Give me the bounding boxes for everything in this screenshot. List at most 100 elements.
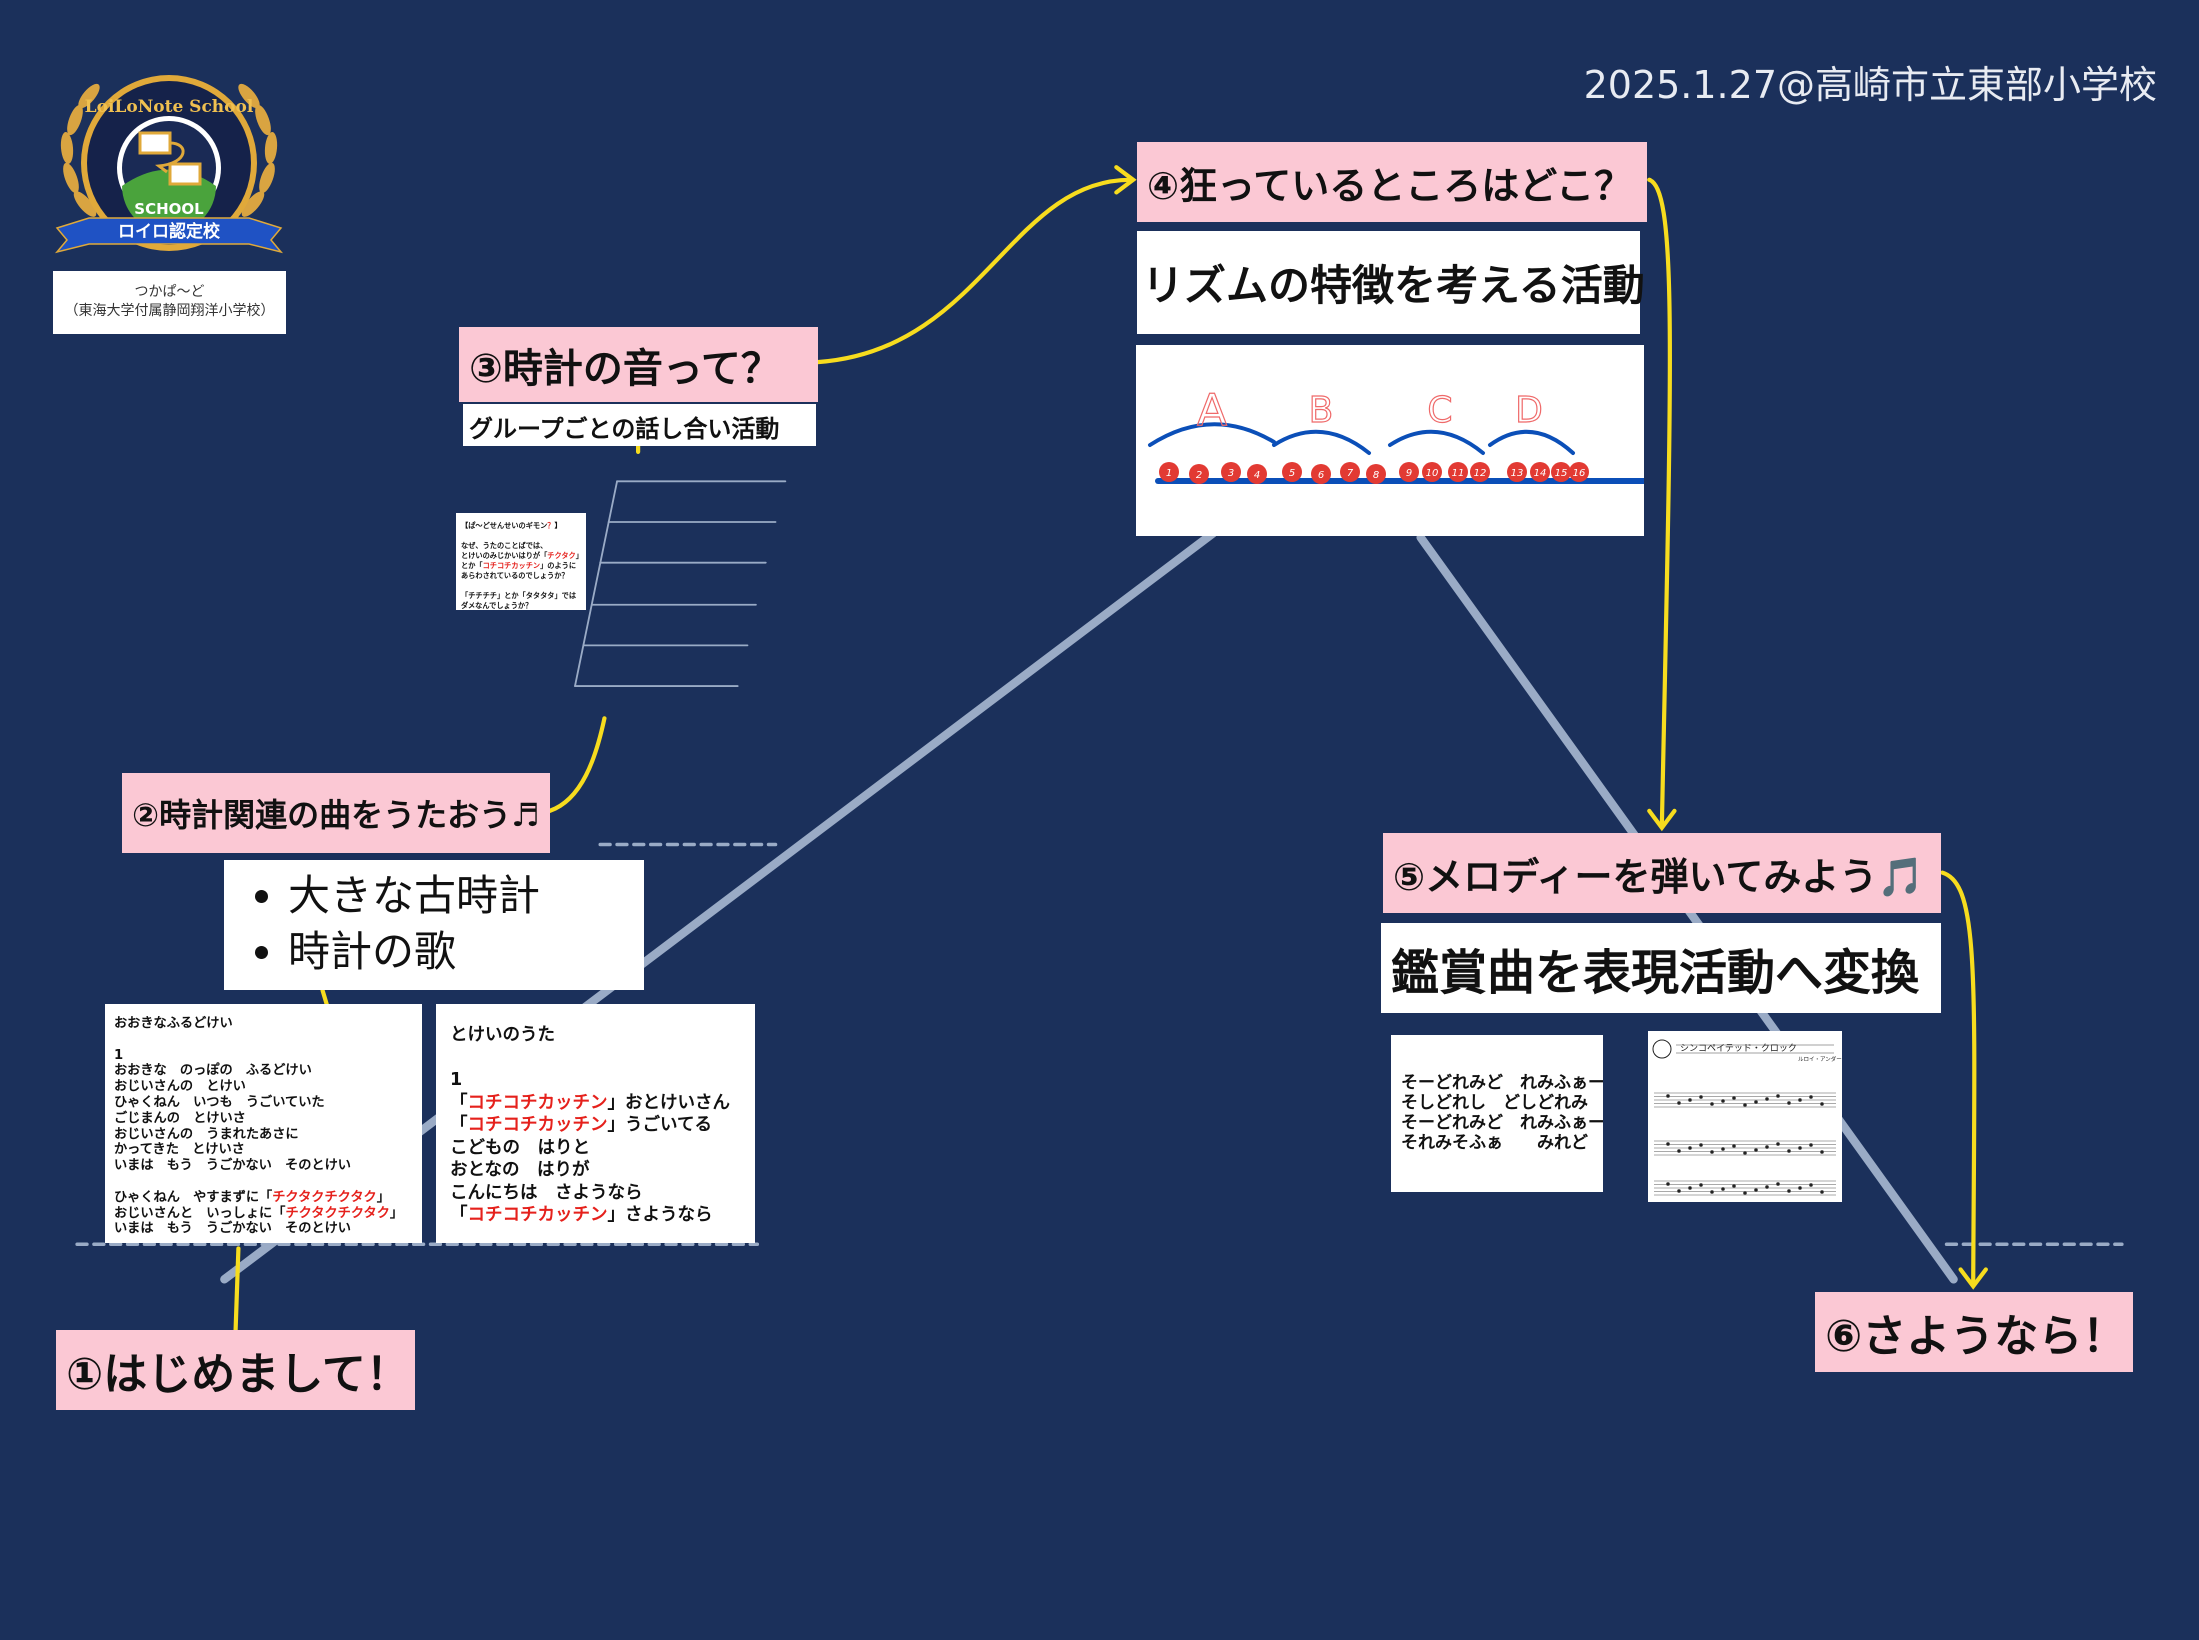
text-line [450, 1047, 741, 1070]
text-line: おとなの はりが [450, 1159, 741, 1182]
beat-number: 8 [1373, 470, 1379, 481]
text-line: 「コチコチカッチン」さようなら [450, 1204, 741, 1227]
text-segment: おとなの はりが [450, 1160, 590, 1180]
text-line: そーどれみど れみふぁー [1401, 1113, 1603, 1133]
beat-number: 11 [1452, 468, 1465, 479]
step-4-subtitle[interactable]: リズムの特徴を考える活動 [1137, 231, 1645, 334]
connector-1-2 [233, 1246, 241, 1332]
section-letter: D [1515, 390, 1543, 431]
section-letter: C [1427, 390, 1452, 431]
highlighted-onomatopoeia: チクタクチクタク [285, 1205, 390, 1221]
text-segment: こんにちは さようなら [450, 1182, 643, 1203]
beat-circle [1189, 464, 1209, 484]
step-5-subtitle[interactable]: 鑑賞曲を表現活動へ変換 [1381, 923, 1941, 1013]
connector-5-6 [1940, 870, 1977, 1286]
text-segment: そーどれみど れみふぁー [1401, 1073, 1603, 1093]
section-bracket [1148, 422, 1276, 447]
song-list-card[interactable]: 大きな古時計 時計の歌 [224, 860, 644, 990]
text-segment: 」さようなら [607, 1205, 713, 1225]
text-segment [461, 581, 464, 590]
highlighted-onomatopoeia: チクタク [547, 551, 576, 560]
beat-number: 10 [1426, 468, 1439, 479]
beat-number: 6 [1318, 470, 1324, 481]
text-segment: 【ぱ〜どせんせいのギモン [461, 521, 548, 530]
beat-number: 3 [1228, 468, 1234, 479]
text-line: かってきた とけいさ [114, 1142, 413, 1158]
text-segment [114, 1032, 119, 1047]
beat-number: 16 [1573, 468, 1586, 479]
question-card[interactable]: 【ぱ〜どせんせいのギモン？】 なぜ、うたのことばでは、とけいのみじかいはりが「チ… [456, 513, 586, 610]
highlighted-onomatopoeia: チクタクチクタク [272, 1189, 377, 1205]
connector-2-card [320, 988, 329, 1007]
text-segment: 」のように [540, 561, 577, 570]
text-segment: 「チチチチ」とか「タタタタ」では [461, 591, 577, 600]
score-title: シンコペイテッド・クロック [1680, 1043, 1797, 1054]
arrowhead [1647, 808, 1677, 832]
step-3-subtitle[interactable]: グループごとの話し合い活動 [463, 404, 816, 446]
text-segment: 1 [450, 1070, 463, 1090]
text-line: そーどれみど れみふぁー [1401, 1073, 1603, 1093]
ladder-lines [574, 480, 787, 687]
connector-3-4 [815, 177, 1133, 365]
text-segment: それみそふぁ みれど [1401, 1133, 1588, 1153]
text-segment: こどもの はりと [450, 1137, 590, 1158]
beat-circle [1448, 462, 1468, 482]
beat-circle [1470, 462, 1490, 482]
step-5-label[interactable]: ⑤メロディーを弾いてみよう🎵 [1383, 833, 1941, 913]
lyrics-card-tokei-no-uta[interactable]: とけいのうた 1「コチコチカッチン」おとけいさん「コチコチカッチン」うごいてるこ… [436, 1004, 755, 1243]
step-2-label[interactable]: ②時計関連の曲をうたおう♬ [122, 773, 550, 853]
beat-circle [1221, 462, 1241, 482]
text-segment: あらわされているのでしょうか？ [461, 571, 569, 580]
beat-number: 14 [1534, 468, 1547, 479]
badge-caption-name: つかぱ〜ど [134, 284, 205, 300]
step-6-label[interactable]: ⑥さようなら！ [1815, 1292, 2133, 1372]
loilonote-school-badge: LoiLoNote School SCHOOL ロイロ認定校 [54, 75, 284, 254]
text-segment: 」おとけいさん [607, 1092, 731, 1113]
beat-number: 9 [1406, 468, 1412, 479]
text-line: 「コチコチカッチン」うごいてる [450, 1114, 741, 1137]
beat-number: 1 [1166, 468, 1172, 479]
text-segment [450, 1048, 456, 1068]
arrowhead [1114, 165, 1137, 195]
text-segment: おおきなふるどけい [114, 1016, 233, 1031]
text-segment: ひゃくねん いつも うごいていた [114, 1094, 325, 1110]
text-line: おじいさんの うまれたあさに [114, 1127, 413, 1143]
text-segment: ひゃくねん やすまずに「 [114, 1189, 273, 1205]
connector-4-5 [1647, 177, 1672, 828]
step-3-label[interactable]: ③時計の音って？ [459, 327, 818, 402]
sheet-music-image[interactable]: シンコペイテッド・クロック ルロイ・アンダーソン [1648, 1031, 1842, 1202]
beat-circle [1247, 464, 1267, 484]
section-bracket [1388, 429, 1485, 455]
text-segment: おじいさんと いっしょに「 [114, 1205, 286, 1221]
beat-circle [1569, 462, 1589, 482]
text-line [114, 1174, 413, 1190]
text-line: こどもの はりと [450, 1137, 741, 1160]
text-segment: かってきた とけいさ [114, 1142, 245, 1158]
score-composer: ルロイ・アンダーソン [1798, 1055, 1842, 1063]
sheet-music: シンコペイテッド・クロック ルロイ・アンダーソン [1652, 1039, 1842, 1196]
text-segment [114, 1174, 119, 1189]
text-segment: 】 [554, 521, 562, 530]
text-segment: ごじまんの とけいさ [114, 1110, 246, 1126]
text-line: 「コチコチカッチン」おとけいさん [450, 1092, 741, 1115]
text-line: それみそふぁ みれど [1401, 1133, 1593, 1153]
text-line: おじいさんと いっしょに「チクタクチクタク」 [114, 1206, 413, 1222]
text-line: ダメなんでしょうか？ [461, 601, 581, 610]
text-segment: 「 [450, 1205, 468, 1225]
step-4-label[interactable]: ④狂っているところはどこ？ [1137, 142, 1647, 222]
section-letter: A [1197, 385, 1227, 436]
text-line: とか「コチコチカッチン」のように [461, 561, 581, 571]
highlighted-onomatopoeia: コチコチカッチン [482, 561, 541, 570]
beat-circle [1366, 464, 1386, 484]
text-line: そしどれし どしどれみ [1401, 1093, 1593, 1113]
beat-number: 15 [1555, 468, 1568, 479]
step-1-label[interactable]: ①はじめまして！ [56, 1330, 415, 1410]
beat-number: 2 [1196, 470, 1202, 481]
text-segment: いまは もう うごかない そのとけい [114, 1221, 351, 1237]
text-segment: 」 [376, 1189, 390, 1205]
melody-solfege-card[interactable]: そーどれみど れみふぁーそしどれし どしどれみそーどれみど れみふぁーそれみそふ… [1391, 1035, 1603, 1192]
beat-number: 13 [1511, 468, 1524, 479]
badge-ribbon-text: ロイロ認定校 [118, 221, 221, 242]
